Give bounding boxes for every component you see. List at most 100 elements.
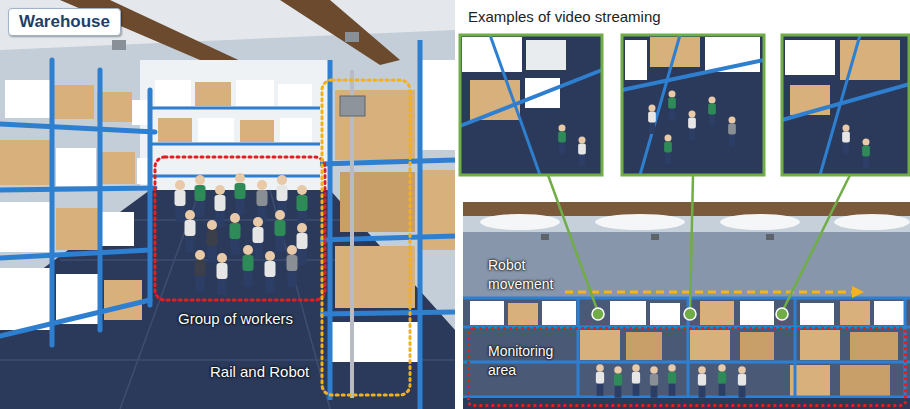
back-shelf: [150, 175, 320, 178]
shelf-boxes: [626, 332, 662, 360]
stream-leader: [548, 175, 850, 312]
video-thumbnail: [782, 35, 910, 175]
video-thumbnail: [460, 35, 602, 175]
camera-position-dot: [592, 308, 604, 320]
camera-position-dot: [592, 308, 788, 320]
region-label: Group of workers: [178, 309, 328, 329]
workers: [175, 173, 308, 295]
shelf-boxes: [840, 365, 890, 397]
right-shelf: [418, 40, 423, 409]
video-thumbnail: [460, 35, 602, 175]
region-label: Rail and Robot: [210, 362, 318, 382]
right-shelf: [335, 90, 415, 160]
overview-render: [463, 398, 910, 409]
video-thumbnail: [862, 139, 870, 168]
video-thumbnail: [668, 91, 676, 120]
robot: [340, 96, 365, 116]
left-shelf: [56, 208, 98, 250]
workers: [175, 180, 186, 222]
left-shelf: [0, 268, 50, 330]
shelf-boxes: [800, 303, 834, 325]
workers: [596, 364, 604, 396]
video-thumbnail: [728, 117, 736, 146]
back-shelf: [278, 84, 312, 106]
left-shelf: [148, 90, 153, 305]
right-shelf: [320, 40, 455, 409]
warehouse-render: [345, 32, 359, 42]
node-text: Monitoring area: [488, 342, 572, 380]
shelf-frame: [577, 298, 580, 398]
overview-render: [834, 214, 910, 230]
workers: [297, 185, 308, 227]
video-thumbnail: [558, 125, 566, 154]
warehouse-render: [0, 0, 455, 409]
left-shelf: [0, 250, 150, 258]
shelf-boxes: [840, 301, 870, 325]
workers: [718, 364, 726, 396]
overview-render: [651, 234, 659, 240]
shelf-boxes: [740, 332, 774, 360]
left-shelf: [98, 70, 103, 330]
video-thumbnail: [578, 137, 586, 166]
left-shelf: [0, 140, 50, 185]
left-shelf: [54, 85, 94, 119]
rail-region: [322, 80, 410, 395]
camera-position-dot: [684, 308, 696, 320]
shelf-boxes: [580, 330, 620, 360]
shelf-boxes: [508, 303, 538, 325]
floor-tiles: [110, 219, 350, 221]
workers: [235, 173, 246, 215]
shelf-boxes: [850, 332, 898, 360]
left-shelf: [50, 60, 55, 345]
overview-render: [595, 214, 685, 230]
back-shelf: [195, 82, 231, 106]
shelf-boxes: [542, 301, 576, 325]
left-shelf: [56, 148, 96, 186]
node-text: Warehouse: [19, 12, 110, 32]
shelf-boxes: [874, 301, 904, 325]
video-thumbnail: [490, 35, 540, 175]
left-shelf: [100, 152, 135, 184]
workers: [265, 251, 276, 293]
right-shelf: [320, 40, 455, 409]
workers: [632, 364, 640, 396]
overview-render: [541, 234, 549, 240]
warehouse-render: [280, 0, 400, 65]
video-thumbnail: [782, 35, 909, 175]
left-shelf: [0, 124, 155, 132]
overview-render: [463, 298, 910, 398]
stream-leader: [548, 175, 598, 312]
back-shelf: [155, 80, 191, 106]
video-thumbnail: [526, 40, 566, 70]
video-thumbnail: [460, 35, 602, 175]
left-shelf: [0, 188, 155, 190]
shelf-boxes: [700, 301, 734, 325]
back-shelf: [280, 118, 312, 142]
overview-render: [766, 234, 774, 240]
workers: [185, 210, 196, 252]
workers: [287, 245, 298, 287]
left-shelf: [0, 300, 150, 336]
video-thumbnail: [664, 135, 672, 164]
video-thumbnail: [785, 40, 835, 75]
workers: [207, 220, 218, 262]
overview-render: [720, 214, 800, 230]
stream-leader: [690, 175, 693, 312]
workers: [215, 185, 226, 227]
warehouse-render: [0, 0, 455, 50]
panel-heading: Examples of video streaming: [468, 7, 788, 27]
workers: [297, 223, 308, 265]
left-shelf: [0, 202, 50, 252]
shelf-boxes: [800, 330, 840, 360]
workers: [230, 213, 241, 255]
video-thumbnail: [460, 70, 602, 126]
stream-leader: [782, 175, 850, 312]
workers: [195, 250, 206, 292]
overview-render: [480, 214, 560, 230]
warehouse-render: [0, 0, 455, 409]
workers: [257, 180, 268, 222]
workers: [650, 366, 658, 398]
movement-arrow: [565, 291, 852, 294]
